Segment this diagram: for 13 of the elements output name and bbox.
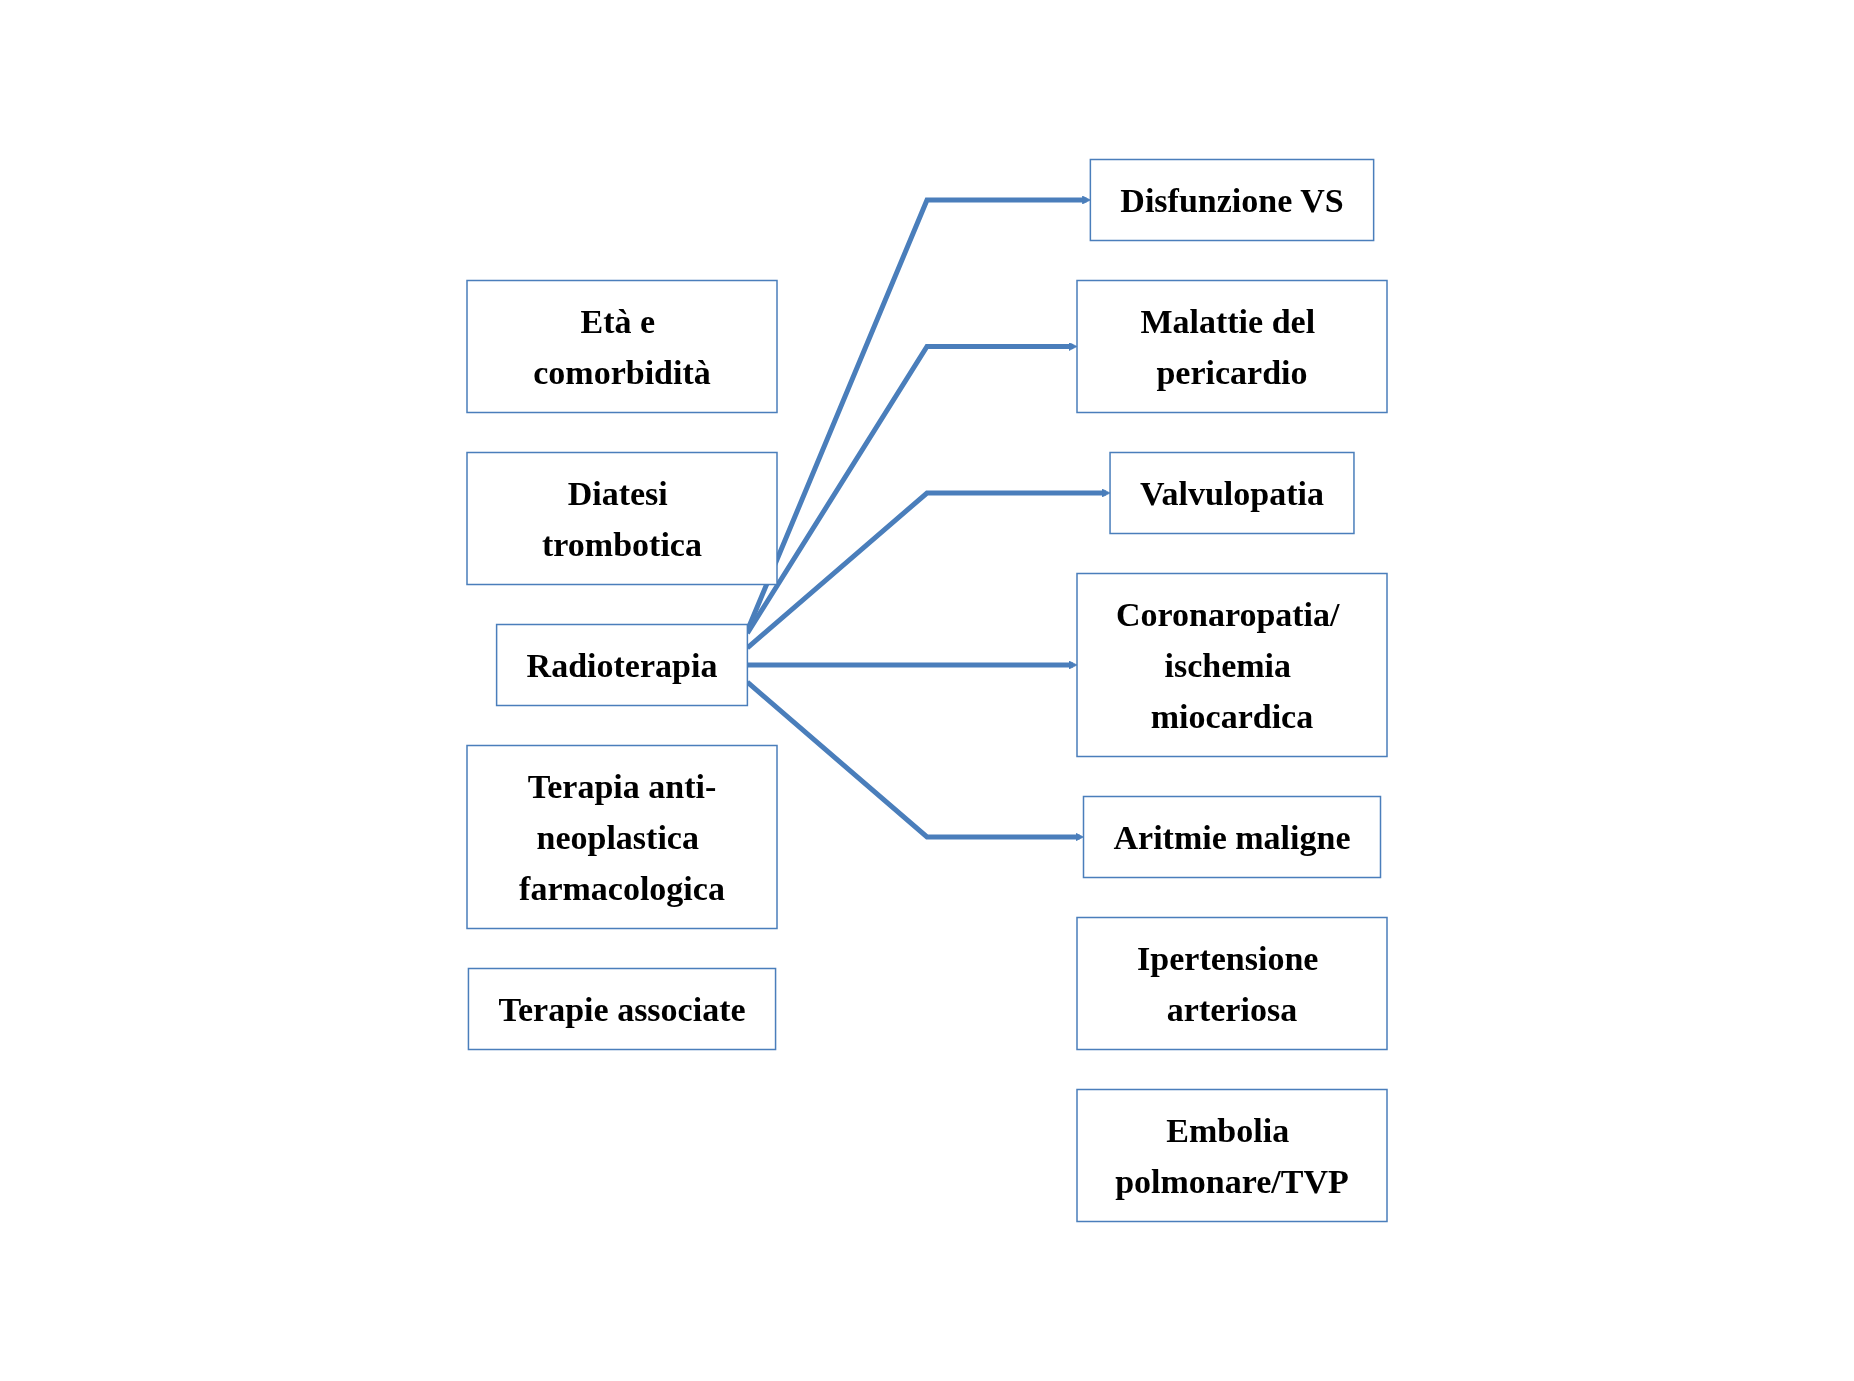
node-box: Diatesi trombotica: [466, 451, 778, 586]
node-box: Ipertensione arteriosa: [1076, 916, 1388, 1051]
node-box: Terapie associate: [467, 967, 777, 1051]
node-box: Radioterapia: [495, 623, 749, 707]
node-box: Coronaropatia/ ischemia miocardica: [1076, 572, 1388, 758]
node-box: Embolia polmonare/TVP: [1076, 1088, 1388, 1223]
node-box: Malattie del pericardio: [1076, 279, 1388, 414]
node-box: Terapia anti-neoplastica farmacologica: [466, 744, 778, 930]
node-box: Età e comorbidità: [466, 279, 778, 414]
node-box: Aritmie maligne: [1082, 795, 1382, 879]
node-box: Disfunzione VS: [1089, 158, 1375, 242]
arrow: [747, 660, 1078, 670]
node-box: Valvulopatia: [1109, 451, 1355, 535]
